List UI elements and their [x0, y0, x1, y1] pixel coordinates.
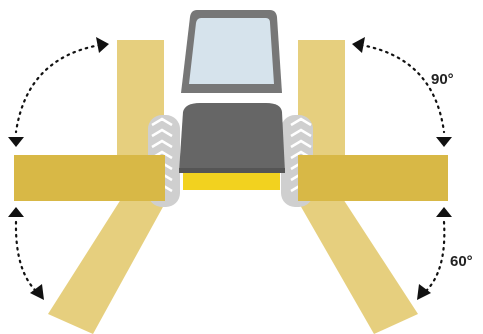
right-arm-angled — [300, 185, 418, 334]
arrow-head-icon — [352, 37, 365, 53]
arrow-head-icon — [417, 284, 431, 300]
left-arm-angled — [48, 185, 164, 334]
left-lower-swing-arc — [14, 220, 40, 295]
left-arm-horizontal — [14, 155, 165, 201]
machine-body — [179, 103, 285, 172]
right-upper-swing-arc — [359, 43, 446, 134]
right-arm-horizontal — [298, 155, 448, 201]
bumper-edge — [179, 168, 285, 173]
upper-angle-label: 90° — [431, 71, 454, 88]
arrow-head-icon — [436, 207, 452, 217]
arrow-head-icon — [30, 284, 44, 300]
left-upper-swing-arc — [14, 43, 102, 134]
right-lower-swing-arc — [422, 220, 446, 295]
cab — [181, 10, 282, 93]
arrow-head-icon — [436, 137, 452, 147]
arrow-head-icon — [8, 207, 24, 217]
arrow-head-icon — [96, 37, 109, 53]
front-bumper — [183, 172, 280, 190]
arrow-head-icon — [8, 137, 24, 147]
lower-angle-label: 60° — [450, 253, 473, 270]
